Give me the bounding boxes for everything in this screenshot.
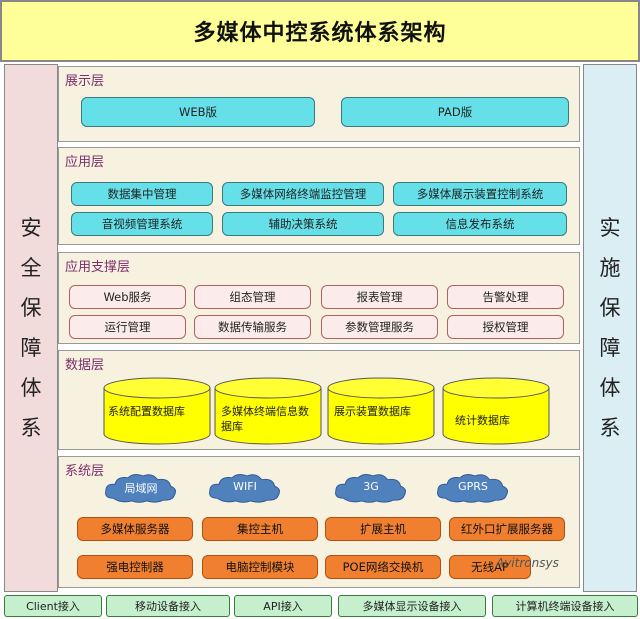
app-box: 辅助决策系统 (222, 212, 384, 236)
sidebar-char: 保 (599, 296, 621, 320)
footer-access-box: Client接入 (4, 595, 102, 617)
app-box: 多媒体展示装置控制系统 (393, 182, 567, 206)
sidebar-char: 系 (20, 416, 42, 440)
footer-access-box: API接入 (234, 595, 332, 617)
sidebar-char: 体 (599, 376, 621, 400)
implementation-assurance-column: 实 施 保 障 体 系 (583, 64, 637, 592)
database-cylinder (327, 377, 435, 445)
database-label: 统计数据库 (455, 414, 510, 427)
sidebar-char: 安 (20, 216, 42, 240)
database-cylinder (103, 377, 211, 445)
database-cylinder (442, 377, 550, 445)
layer-label: 数据层 (65, 358, 105, 373)
support-box: 参数管理服务 (321, 315, 438, 339)
support-box: 数据传输服务 (194, 315, 311, 339)
system-box: 无线AP (449, 555, 531, 579)
sidebar-char: 体 (20, 376, 42, 400)
sidebar-char: 实 (599, 216, 621, 240)
footer-access-box: 多媒体显示设备接入 (338, 595, 486, 617)
support-box: 授权管理 (447, 315, 564, 339)
system-box: 扩展主机 (325, 517, 441, 541)
footer-access-box: 计算机终端设备接入 (492, 595, 638, 617)
app-box: 多媒体网络终端监控管理 (222, 182, 384, 206)
layer-label: 展示层 (65, 74, 105, 89)
watermark: Avitronsys (496, 556, 559, 570)
support-box: Web服务 (69, 285, 186, 309)
system-box: 集控主机 (202, 517, 318, 541)
sidebar-char: 全 (20, 256, 42, 280)
sidebar-char: 保 (20, 296, 42, 320)
database-label: 多媒体终端信息数据库 (221, 405, 309, 433)
footer-access-box: 移动设备接入 (106, 595, 230, 617)
application-support-layer: 应用支撑层 Web服务 组态管理 报表管理 告警处理 运行管理 数据传输服务 参… (58, 252, 580, 344)
pad-version-box: PAD版 (341, 97, 569, 127)
system-box: 电脑控制模块 (202, 555, 318, 579)
sidebar-char: 障 (599, 336, 621, 360)
support-box: 组态管理 (194, 285, 311, 309)
sidebar-char: 系 (599, 416, 621, 440)
support-box: 运行管理 (69, 315, 186, 339)
app-box: 数据集中管理 (71, 182, 213, 206)
security-assurance-column: 安 全 保 障 体 系 (4, 64, 58, 592)
web-version-box: WEB版 (81, 97, 315, 127)
database-label: 展示装置数据库 (334, 405, 411, 418)
system-box: POE网络交换机 (325, 555, 441, 579)
network-label: 局域网 (124, 482, 158, 495)
app-box: 信息发布系统 (393, 212, 567, 236)
system-layer: 系统层 多媒体服务器 集控主机 扩展主机 红外口扩展服务器 强电控制器 电脑控制… (58, 456, 580, 588)
layer-label: 应用支撑层 (65, 260, 131, 275)
diagram-title: 多媒体中控系统体系架构 (193, 21, 447, 46)
app-box: 音视频管理系统 (71, 212, 213, 236)
sidebar-char: 施 (599, 256, 621, 280)
system-box: 红外口扩展服务器 (449, 517, 565, 541)
layer-label: 系统层 (65, 464, 105, 479)
database-cylinder (214, 377, 322, 445)
system-box: 多媒体服务器 (77, 517, 193, 541)
support-box: 告警处理 (447, 285, 564, 309)
support-box: 报表管理 (321, 285, 438, 309)
sidebar-char: 障 (20, 336, 42, 360)
title-bar: 多媒体中控系统体系架构 (0, 0, 640, 62)
application-layer: 应用层 数据集中管理 多媒体网络终端监控管理 多媒体展示装置控制系统 音视频管理… (58, 147, 580, 245)
network-label: WIFI (233, 480, 257, 493)
layer-label: 应用层 (65, 155, 105, 170)
database-label: 系统配置数据库 (108, 405, 185, 418)
system-box: 强电控制器 (77, 555, 193, 579)
display-layer: 展示层 WEB版 PAD版 (58, 66, 580, 142)
network-label: GPRS (458, 480, 488, 493)
network-label: 3G (363, 480, 379, 493)
